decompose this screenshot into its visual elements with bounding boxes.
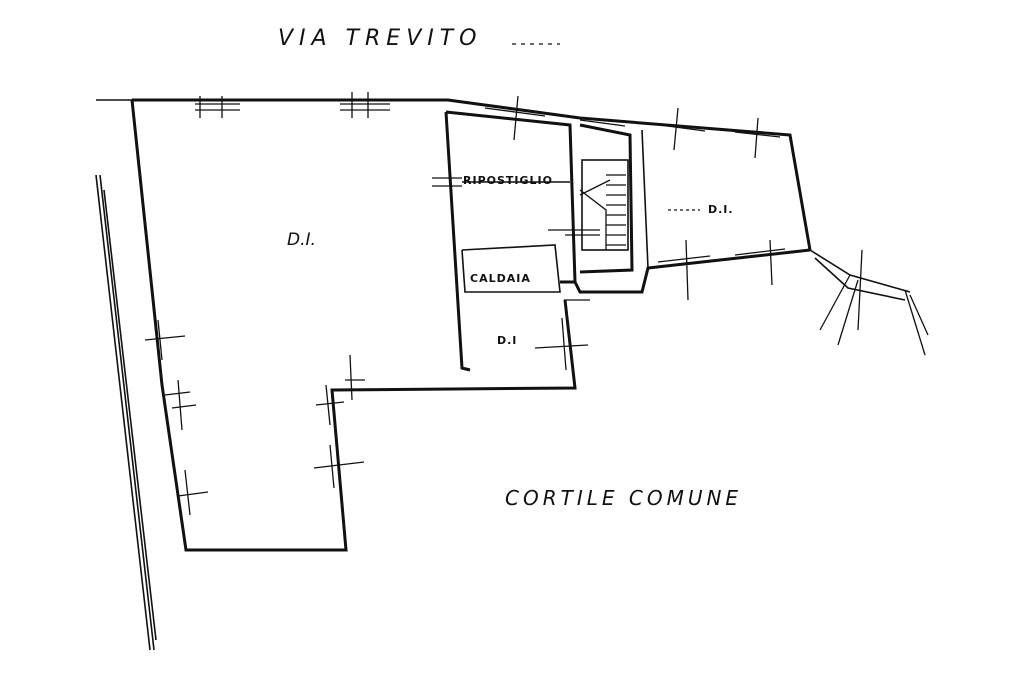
boiler-label: CALDAIA	[470, 272, 531, 285]
staircase	[579, 159, 629, 251]
room-label-small: D.I	[497, 334, 517, 347]
outer-walls	[130, 98, 812, 552]
adjacent-boundary	[95, 99, 157, 651]
room-label-right: D.I.	[708, 203, 734, 216]
room-label-main: D.I.	[287, 230, 316, 250]
wall-openings	[144, 92, 786, 516]
courtyard-label: CORTILE COMUNE	[505, 486, 742, 510]
external-path	[809, 249, 929, 356]
interior-walls	[444, 110, 649, 372]
storage-label: RIPOSTIGLIO	[463, 174, 553, 187]
street-label: VIA TREVITO	[278, 26, 483, 51]
